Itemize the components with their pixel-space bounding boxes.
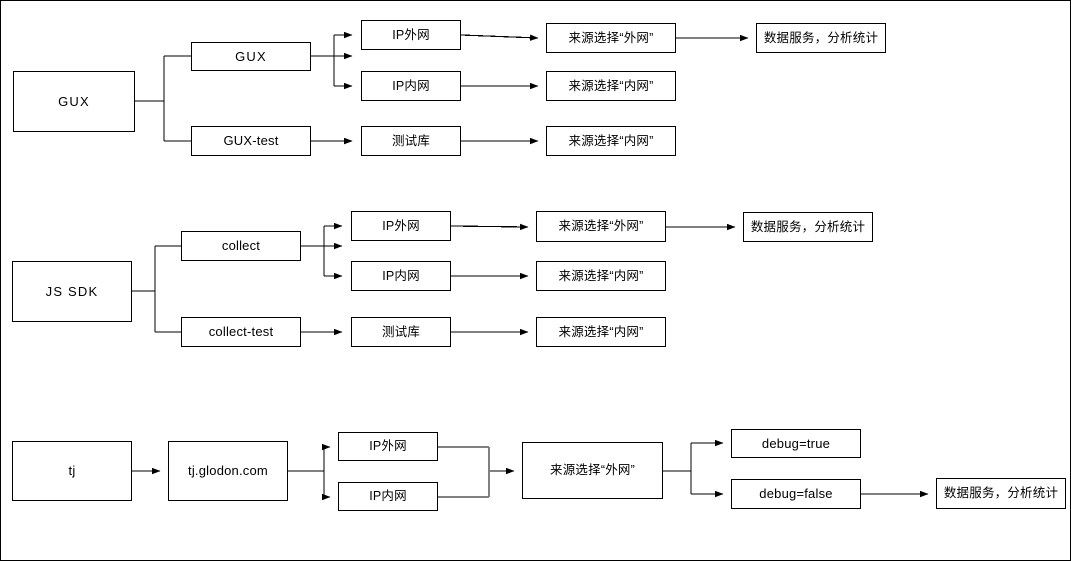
node-label: IP内网: [382, 268, 420, 283]
node-gux-test[interactable]: GUX-test: [191, 126, 311, 156]
node-label: IP内网: [369, 489, 407, 503]
node-gux-ip-nei[interactable]: IP内网: [361, 71, 461, 101]
node-label: JS SDK: [45, 283, 99, 299]
node-label: collect-test: [208, 324, 274, 340]
node-label: 来源选择“外网”: [550, 463, 635, 477]
node-tj-service[interactable]: 数据服务，分析统计: [936, 478, 1066, 509]
node-sdk-ip-wai[interactable]: IP外网: [351, 211, 451, 241]
node-sdk-ip-nei[interactable]: IP内网: [351, 261, 451, 291]
node-label: 数据服务，分析统计: [750, 219, 866, 234]
node-gux-root[interactable]: GUX: [13, 71, 135, 132]
node-label: tj.glodon.com: [188, 463, 268, 479]
node-sdk-collect[interactable]: collect: [181, 231, 301, 261]
node-label: 来源选择“外网”: [558, 219, 644, 233]
node-gux-src-wai[interactable]: 来源选择“外网”: [546, 23, 676, 53]
node-label: 测试库: [381, 324, 421, 339]
node-label: 来源选择“内网”: [558, 268, 644, 283]
node-gux-src-nei-1[interactable]: 来源选择“内网”: [546, 71, 676, 101]
node-label: IP外网: [392, 27, 430, 42]
node-label: 数据服务，分析统计: [943, 486, 1059, 500]
node-gux-src-nei-2[interactable]: 来源选择“内网”: [546, 126, 676, 156]
node-sdk-root[interactable]: JS SDK: [12, 261, 132, 322]
node-label: IP外网: [382, 218, 420, 233]
node-tj-src-wai[interactable]: 来源选择“外网”: [522, 442, 663, 499]
node-sdk-src-nei-2[interactable]: 来源选择“内网”: [536, 317, 666, 347]
node-label: IP内网: [392, 78, 430, 93]
node-label: debug=false: [759, 486, 833, 502]
node-label: IP外网: [369, 439, 407, 453]
node-label: collect: [221, 238, 261, 254]
node-gux-test-db[interactable]: 测试库: [361, 126, 461, 156]
node-sdk-test-db[interactable]: 测试库: [351, 317, 451, 347]
node-label: GUX-test: [223, 133, 279, 149]
node-label: tj: [68, 463, 76, 479]
node-gux-ip-wai[interactable]: IP外网: [361, 20, 461, 50]
node-tj-root[interactable]: tj: [12, 441, 132, 501]
node-label: GUX: [58, 93, 90, 109]
node-sdk-service[interactable]: 数据服务，分析统计: [743, 212, 873, 242]
node-label: 来源选择“内网”: [558, 324, 644, 339]
node-sdk-src-wai[interactable]: 来源选择“外网”: [536, 211, 666, 242]
node-sdk-collect-test[interactable]: collect-test: [181, 317, 301, 347]
node-label: 测试库: [391, 133, 431, 148]
node-label: 来源选择“内网”: [568, 78, 654, 93]
node-gux-service[interactable]: 数据服务，分析统计: [756, 23, 886, 53]
node-label: 数据服务，分析统计: [763, 30, 879, 45]
node-label: 来源选择“内网”: [568, 133, 654, 148]
node-tj-ip-nei[interactable]: IP内网: [338, 482, 438, 511]
node-tj-debug-true[interactable]: debug=true: [731, 429, 861, 458]
node-tj-domain[interactable]: tj.glodon.com: [168, 441, 288, 501]
node-tj-ip-wai[interactable]: IP外网: [338, 432, 438, 461]
node-label: 来源选择“外网”: [568, 30, 654, 45]
node-tj-debug-false[interactable]: debug=false: [731, 479, 861, 509]
node-sdk-src-nei-1[interactable]: 来源选择“内网”: [536, 261, 666, 291]
node-label: debug=true: [761, 435, 831, 451]
node-label: GUX: [235, 48, 267, 64]
node-gux-branch[interactable]: GUX: [191, 42, 311, 71]
